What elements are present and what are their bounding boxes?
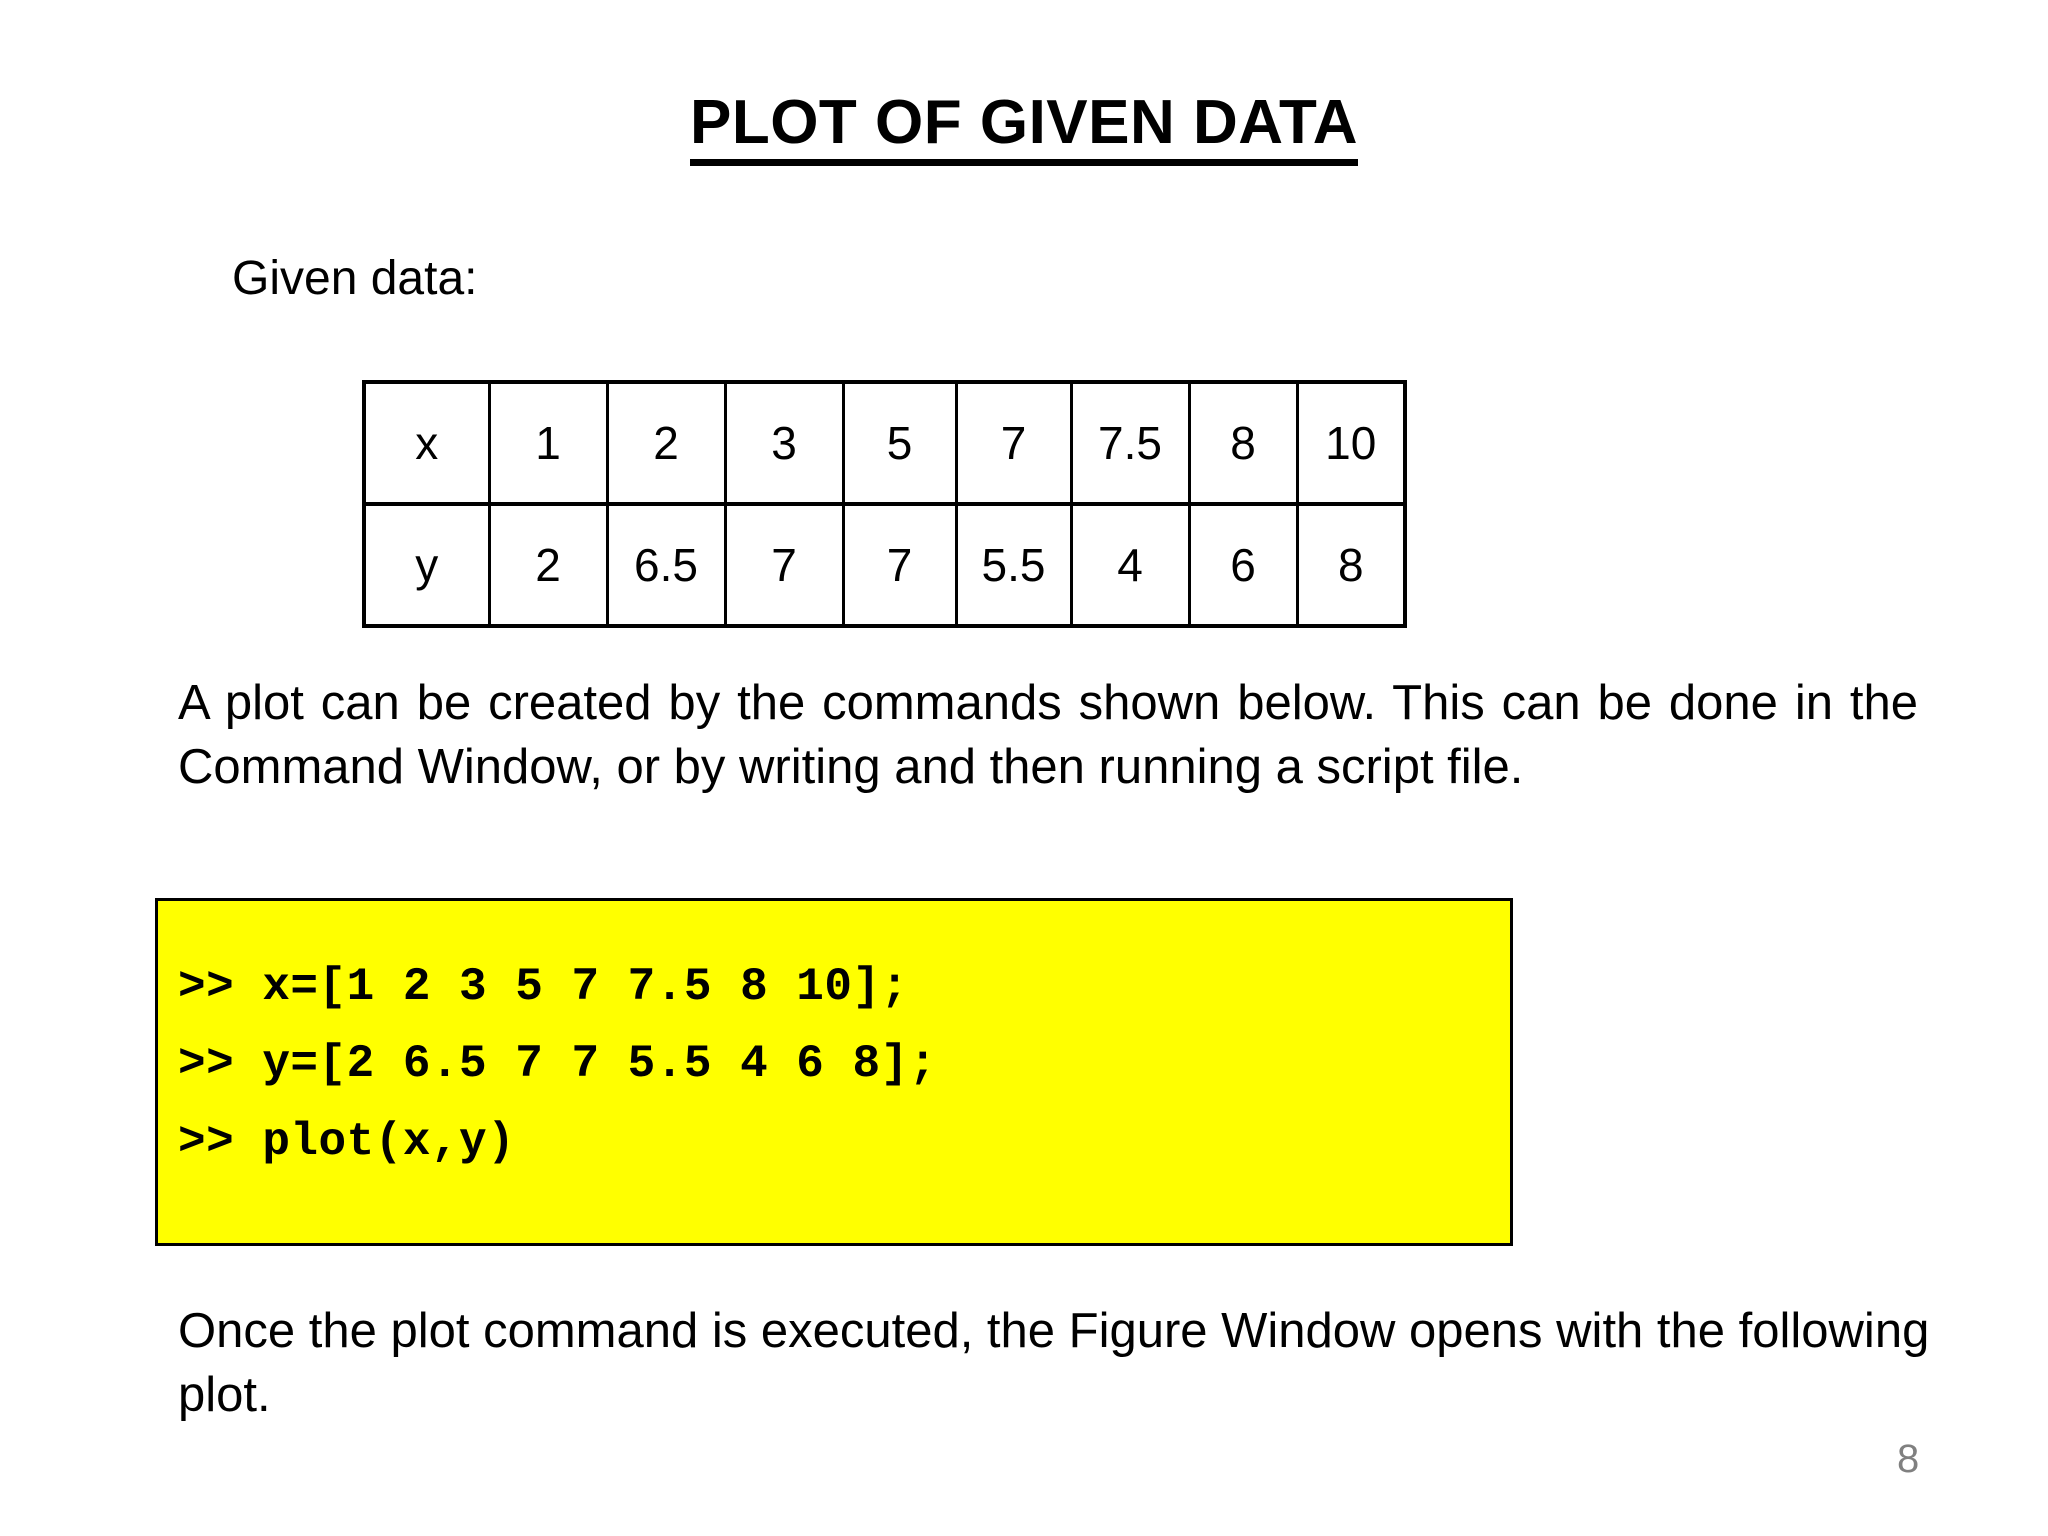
cell-x-6: 8 [1187,382,1299,504]
cell-x-1: 2 [605,382,727,504]
cell-y-7: 8 [1295,502,1405,626]
cell-x-3: 5 [841,382,958,504]
cell-x-4: 7 [954,382,1073,504]
cell-x-0: 1 [487,382,609,504]
page-title: PLOT OF GIVEN DATA [0,90,2048,167]
code-line-2: >> y=[2 6.5 7 7 5.5 4 6 8]; [178,1038,937,1091]
cell-y-1: 6.5 [605,502,727,626]
outro-paragraph: Once the plot command is executed, the F… [178,1304,1930,1422]
row-label-x: x [364,382,491,504]
code-line-1: >> x=[1 2 3 5 7 7.5 8 10]; [178,961,909,1013]
data-table: x 1 2 3 5 7 7.5 8 10 y 2 6.5 7 7 5.5 4 6… [362,380,1407,628]
cell-y-6: 6 [1187,502,1299,626]
code-line-3: >> plot(x,y) [178,1115,516,1168]
table-row: y 2 6.5 7 7 5.5 4 6 8 [364,502,1405,626]
row-label-y: y [364,502,491,626]
cell-y-0: 2 [487,502,609,626]
cell-y-4: 5.5 [954,502,1073,626]
table-row: x 1 2 3 5 7 7.5 8 10 [364,382,1405,504]
cell-y-3: 7 [841,502,958,626]
intro-paragraph: A plot can be created by the commands sh… [178,676,1918,794]
data-table-container: x 1 2 3 5 7 7.5 8 10 y 2 6.5 7 7 5.5 4 6… [362,380,1407,628]
page-title-text: PLOT OF GIVEN DATA [689,90,1359,167]
given-data-label: Given data: [232,252,478,305]
cell-y-5: 4 [1069,502,1191,626]
cell-y-2: 7 [723,502,845,626]
cell-x-5: 7.5 [1069,382,1191,504]
cell-x-7: 10 [1295,382,1405,504]
page-number: 8 [1897,1437,1920,1481]
code-block: >> x=[1 2 3 5 7 7.5 8 10]; >> y=[2 6.5 7… [155,898,1513,1246]
cell-x-2: 3 [723,382,845,504]
